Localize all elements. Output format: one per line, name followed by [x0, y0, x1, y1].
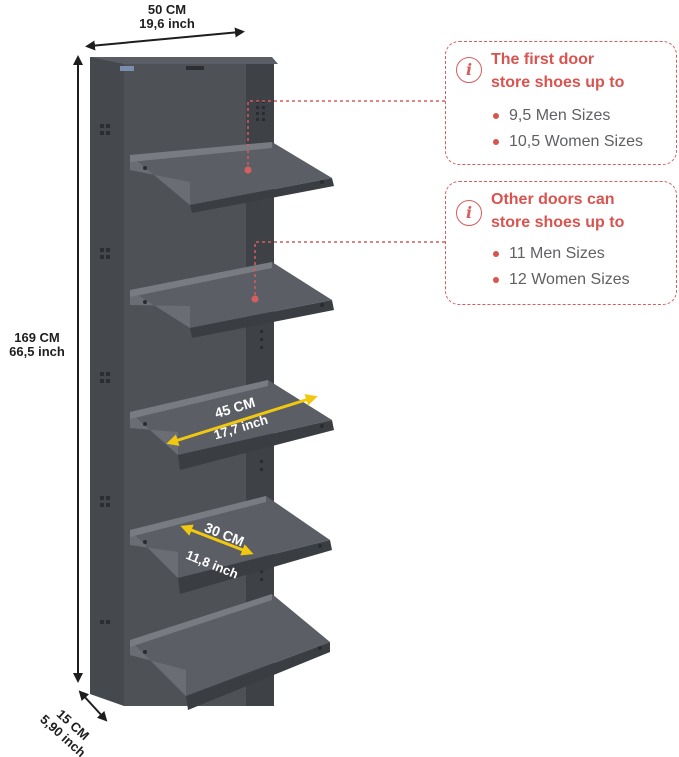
height-label: 169 CM 66,5 inch — [0, 331, 74, 359]
callout-leaders — [247, 100, 445, 298]
height-cm: 169 CM — [14, 330, 60, 345]
list-item: 11 Men Sizes — [491, 241, 630, 267]
leader-dot-2 — [251, 295, 259, 303]
info-icon: i — [456, 200, 482, 226]
callout-title: The first door store shoes up to — [491, 51, 625, 91]
list-item: 10,5 Women Sizes — [491, 129, 643, 155]
callout-other-doors: i Other doors can store shoes up to 11 M… — [445, 181, 677, 305]
callout-title: Other doors can store shoes up to — [491, 191, 625, 231]
height-inch: 66,5 inch — [9, 344, 65, 359]
shelf-depth-line — [180, 524, 254, 556]
depth-dimension-line — [78, 690, 108, 722]
callout-list: 11 Men Sizes 12 Women Sizes — [491, 241, 630, 293]
tray-2 — [130, 262, 334, 338]
callout-list: 9,5 Men Sizes 10,5 Women Sizes — [491, 103, 643, 155]
list-item: 12 Women Sizes — [491, 267, 630, 293]
width-cm: 50 CM — [147, 2, 187, 17]
depth-label: 15 CM 5,90 inch — [37, 706, 92, 757]
tray-5 — [130, 594, 330, 710]
info-icon: i — [456, 57, 482, 83]
list-item: 9,5 Men Sizes — [491, 103, 643, 129]
width-label: 50 CM 19,6 inch — [122, 3, 212, 31]
callout-first-door: i The first door store shoes up to 9,5 M… — [445, 41, 677, 165]
leader-dot-1 — [244, 166, 252, 174]
width-dimension-line — [85, 27, 245, 51]
inner-width-line — [166, 394, 318, 446]
width-inch: 19,6 inch — [139, 16, 195, 31]
